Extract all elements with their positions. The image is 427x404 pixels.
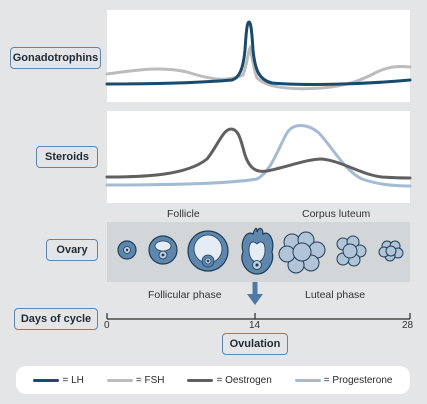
- legend-item-progesterone: = Progesterone: [294, 374, 393, 386]
- gonadotrophins-label: Gonadotrophins: [10, 47, 101, 69]
- steroids-chart: [105, 124, 412, 188]
- ruptured-follicle-icon: [241, 227, 274, 275]
- legend-label: = Progesterone: [323, 374, 393, 386]
- steroids-label: Steroids: [36, 146, 98, 168]
- oestrogen-swatch: [187, 378, 214, 382]
- legend: = LH = FSH = Oestrogen = Progesterone: [16, 366, 410, 394]
- follicular-phase-label: Follicular phase: [148, 289, 222, 301]
- corpus-albicans-icon: [378, 240, 404, 262]
- legend-item-fsh: = FSH: [106, 374, 165, 386]
- corpus-luteum-label: Corpus luteum: [302, 208, 371, 220]
- legend-label: = FSH: [135, 374, 165, 386]
- follicle-label: Follicle: [167, 208, 200, 220]
- ovulation-label: Ovulation: [222, 333, 288, 355]
- luteal-phase-label: Luteal phase: [305, 289, 366, 301]
- days-axis: [106, 313, 411, 320]
- ovulation-arrow-icon: [247, 282, 263, 305]
- days-of-cycle-label: Days of cycle: [14, 308, 98, 330]
- fsh-swatch: [106, 378, 133, 382]
- progesterone-curve: [105, 124, 412, 188]
- oestrogen-curve: [105, 127, 412, 180]
- legend-item-lh: = LH: [33, 374, 84, 386]
- corpus-luteum-large-icon: [278, 231, 326, 274]
- lh-curve: [105, 20, 412, 86]
- legend-item-oestrogen: = Oestrogen: [187, 374, 272, 386]
- legend-label: = LH: [62, 374, 84, 386]
- gonadotrophins-panel: [107, 10, 410, 102]
- ovary-label: Ovary: [46, 239, 98, 261]
- ovary-stages: [117, 227, 404, 275]
- primary-follicle-icon: [117, 240, 137, 260]
- tick-label: 0: [104, 320, 110, 331]
- progesterone-swatch: [294, 378, 321, 382]
- corpus-luteum-medium-icon: [336, 235, 367, 267]
- tick-label: 14: [249, 320, 261, 331]
- gonadotrophins-chart: [105, 20, 412, 91]
- fsh-curve: [105, 44, 412, 91]
- steroids-panel: [107, 111, 410, 203]
- legend-label: = Oestrogen: [216, 374, 272, 386]
- lh-swatch: [33, 378, 60, 382]
- secondary-follicle-icon: [148, 235, 178, 265]
- graafian-follicle-icon: [187, 230, 229, 272]
- tick-label: 28: [402, 320, 414, 331]
